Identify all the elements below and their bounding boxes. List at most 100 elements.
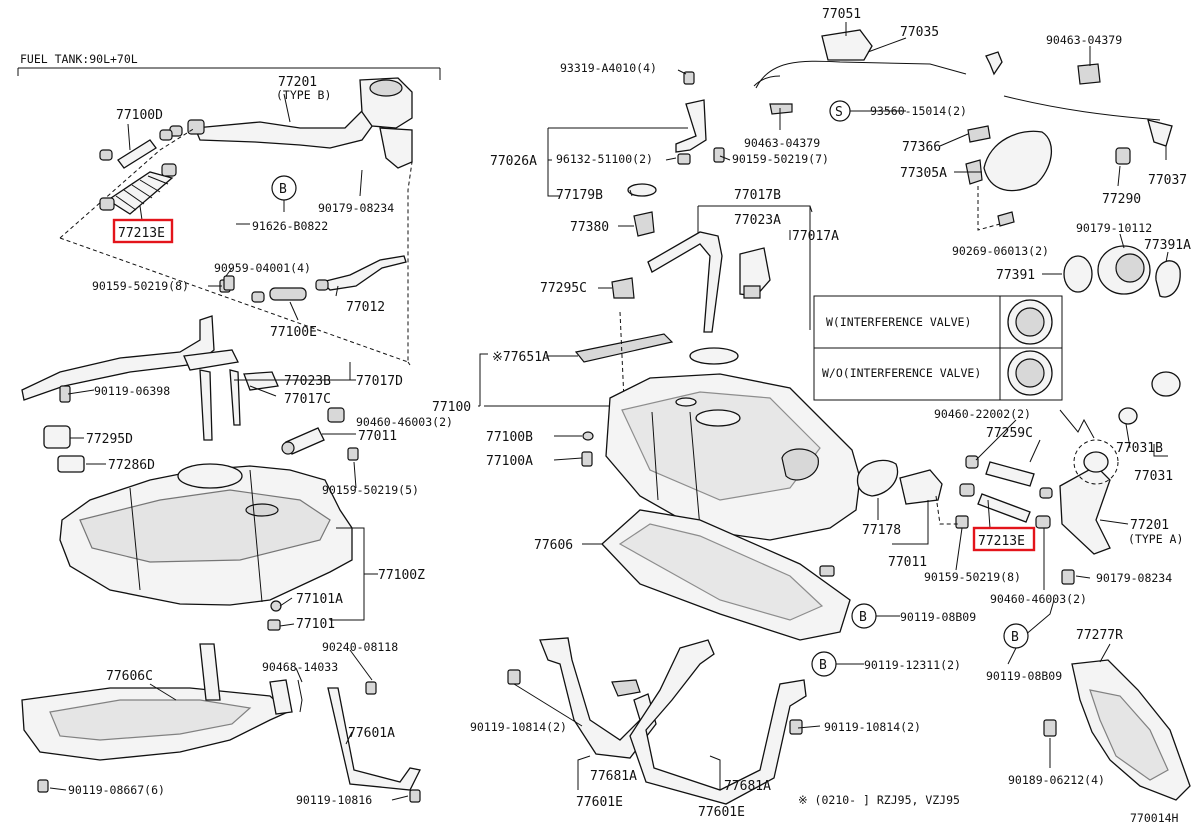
label-90159-50219-8-left: 90159-50219(8) — [92, 279, 189, 293]
label-90119-08b09-b: 90119-08B09 — [986, 669, 1062, 683]
label-77366: 77366 — [902, 140, 941, 155]
label-90468: 90468-14033 — [262, 660, 338, 674]
label-77286d: 77286D — [108, 458, 155, 473]
label-77681a-left: 77681A — [590, 769, 637, 784]
callout-b-group — [271, 175, 1029, 677]
label-77201-left: 77201 — [278, 75, 317, 90]
label-77391: 77391 — [996, 268, 1035, 283]
label-90189: 90189-06212(4) — [1008, 773, 1105, 787]
label-77012: 77012 — [346, 300, 385, 315]
pad-77651a-drawing — [574, 311, 674, 401]
label-77606: 77606 — [534, 538, 573, 553]
label-90179-08234-right: 90179-08234 — [1096, 571, 1172, 585]
label-90179-08234-left: 90179-08234 — [318, 201, 394, 215]
hose-77213e-left-drawing — [99, 163, 177, 215]
callout-s: S — [835, 105, 843, 120]
callout-b-4 — [811, 651, 837, 677]
label-77101: 77101 — [296, 617, 335, 632]
label-77213e-left: 77213E — [118, 226, 165, 241]
label-90463-04379-b: 90463-04379 — [744, 136, 820, 150]
sender-gauge-right-drawing — [611, 205, 813, 365]
label-77380: 77380 — [570, 220, 609, 235]
label-77201-left-type: (TYPE B) — [276, 88, 331, 102]
label-90959: 90959-04001(4) — [214, 261, 311, 275]
label-77201-right-type: (TYPE A) — [1128, 532, 1183, 546]
label-77017c: 77017C — [284, 392, 331, 407]
label-90119-10814-right: 90119-10814(2) — [824, 720, 921, 734]
fuel-tank-left-drawing — [59, 463, 353, 606]
label-77031: 77031 — [1134, 469, 1173, 484]
callout-b-1-letter: B — [279, 182, 287, 197]
label-90119-10814-left: 90119-10814(2) — [470, 720, 567, 734]
label-90159-50219-7: 90159-50219(7) — [732, 152, 829, 166]
legend-with-valve: W(INTERFERENCE VALVE) — [826, 315, 971, 329]
label-90460-46003-right: 90460-46003(2) — [990, 592, 1087, 606]
label-90179-10112: 90179-10112 — [1076, 221, 1152, 235]
sender-gauge-left-drawing — [183, 349, 345, 441]
bracket-lines-77026a — [547, 127, 688, 197]
callout-b-2 — [851, 603, 877, 629]
fuel-lid-drawing — [965, 125, 1052, 231]
highlight-77213e-right — [972, 526, 1036, 552]
protector-77606-drawing — [601, 509, 851, 641]
label-77037: 77037 — [1148, 173, 1187, 188]
label-93560: 93560-15014(2) — [870, 104, 967, 118]
label-77290: 77290 — [1102, 192, 1141, 207]
left-header-bracket — [17, 67, 441, 80]
callout-b-4-letter: B — [819, 658, 827, 673]
footnote: ※ (0210- ] RZJ95, VZJ95 — [798, 793, 960, 807]
bracket-77277r-drawing — [1043, 659, 1191, 801]
label-77201-right: 77201 — [1130, 518, 1169, 533]
label-77179b: 77179B — [556, 188, 603, 203]
label-77023b: 77023B — [284, 374, 331, 389]
label-90159-50219-8-right: 90159-50219(8) — [924, 570, 1021, 584]
label-77017d: 77017D — [356, 374, 403, 389]
label-77601a: 77601A — [348, 726, 395, 741]
label-90119-10816: 90119-10816 — [296, 793, 372, 807]
label-77100a: 77100A — [486, 454, 533, 469]
leader-lines — [49, 22, 1169, 801]
label-77681a-right: 77681A — [724, 779, 771, 794]
breather-pipes-left-drawing — [21, 255, 407, 401]
label-77026a: 77026A — [490, 154, 537, 169]
label-77100: 77100 — [432, 400, 471, 415]
callout-b-2-letter: B — [859, 610, 867, 625]
highlight-77213e-left — [112, 218, 174, 244]
label-77017b: 77017B — [734, 188, 781, 203]
straps-77601e-drawing — [507, 637, 807, 805]
label-77101a: 77101A — [296, 592, 343, 607]
label-77100z: 77100Z — [378, 568, 425, 583]
label-90159-50219-5: 90159-50219(5) — [322, 483, 419, 497]
label-96132: 96132-51100(2) — [556, 152, 653, 166]
label-77277r: 77277R — [1076, 628, 1123, 643]
label-90119-08667: 90119-08667(6) — [68, 783, 165, 797]
callout-b-3 — [1003, 623, 1029, 649]
tank-small-right — [581, 431, 594, 467]
label-93319: 93319-A4010(4) — [560, 61, 657, 75]
label-90119-08b09-a: 90119-08B09 — [900, 610, 976, 624]
filler-dashed-box — [59, 127, 413, 366]
label-90119-12311: 90119-12311(2) — [864, 658, 961, 672]
label-77035: 77035 — [900, 25, 939, 40]
filler-pipe-type-b-drawing — [169, 77, 413, 169]
label-77601e-left: 77601E — [576, 795, 623, 810]
label-77213e-right: 77213E — [978, 534, 1025, 549]
connector-77011-left-drawing — [281, 427, 359, 461]
cap-gasket-drawing — [1063, 245, 1181, 298]
strap-77601a-drawing — [297, 679, 421, 803]
label-77100b: 77100B — [486, 430, 533, 445]
label-90460-22002: 90460-22002(2) — [934, 407, 1031, 421]
label-77259c: 77259C — [986, 426, 1033, 441]
label-91626: 91626-B0822 — [252, 219, 328, 233]
figure-code: 770014H — [1130, 811, 1179, 825]
label-90460-46003-left: 90460-46003(2) — [356, 415, 453, 429]
label-77606c: 77606C — [106, 669, 153, 684]
protector-77606c-drawing — [21, 643, 293, 793]
label-77017a: 77017A — [792, 229, 839, 244]
label-77100e: 77100E — [270, 325, 317, 340]
label-77100d: 77100D — [116, 108, 163, 123]
label-77051: 77051 — [822, 7, 861, 22]
drain-plugs-left — [267, 600, 282, 631]
